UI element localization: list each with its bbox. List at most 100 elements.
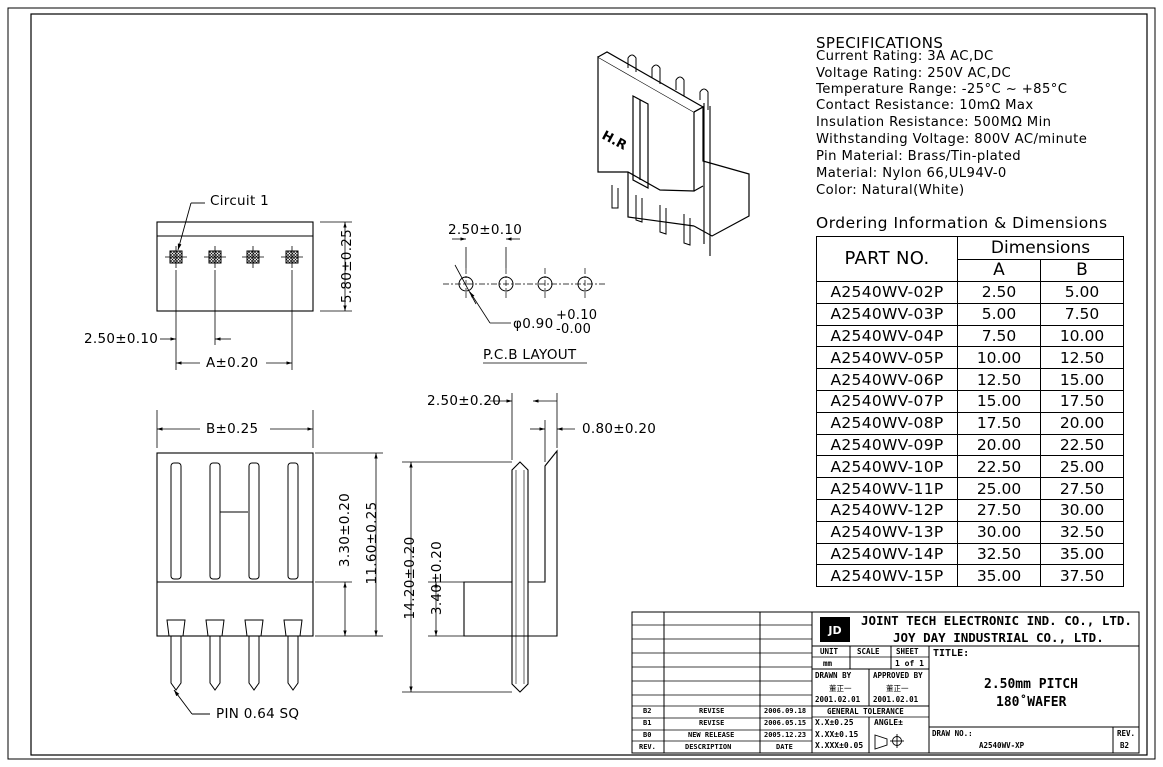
revision-rev: B1 xyxy=(643,719,652,727)
dim-b-cell: 7.50 xyxy=(1040,302,1124,326)
dim-b-cell: 15.00 xyxy=(1040,368,1124,391)
spec-line: Color: Natural(White) xyxy=(816,183,965,198)
pcb-hole-tol-minus: -0.00 xyxy=(556,322,592,337)
dim-b-cell: 12.50 xyxy=(1040,346,1124,370)
side-14-20-dim: 14.20±0.20 xyxy=(402,536,418,620)
dim-b-cell: 32.50 xyxy=(1040,520,1124,544)
approved-by-label: APPROVED BY xyxy=(873,671,923,680)
dim-b-cell: 10.00 xyxy=(1040,324,1124,348)
third-angle-projection-icon xyxy=(874,734,904,750)
part-number-cell: A2540WV-04P xyxy=(816,324,958,348)
spec-line: Current Rating: 3A AC,DC xyxy=(816,49,994,64)
rev-value: B2 xyxy=(1120,741,1130,750)
draw-no-value: A2540WV-XP xyxy=(979,741,1025,750)
part-number-cell: A2540WV-14P xyxy=(816,542,958,566)
inner-border xyxy=(30,13,1148,756)
spec-line: Temperature Range: -25°C ~ +85°C xyxy=(816,82,1068,97)
dim-a-cell: 12.50 xyxy=(957,368,1041,391)
dimensions-header: Dimensions xyxy=(957,236,1124,260)
part-number-cell: A2540WV-12P xyxy=(816,498,958,522)
approved-by-name: 董正一 xyxy=(886,684,909,693)
dim-a-cell: 5.00 xyxy=(957,302,1041,326)
dim-b-cell: 5.00 xyxy=(1040,281,1124,304)
dim-b-cell: 17.50 xyxy=(1040,389,1124,413)
dim-a-cell: 10.00 xyxy=(957,346,1041,370)
part-number-cell: A2540WV-06P xyxy=(816,368,958,391)
isometric-view: H.R xyxy=(597,51,750,256)
company-name-1: JOINT TECH ELECTRONIC IND. CO., LTD. xyxy=(861,613,1132,628)
part-number-cell: A2540WV-15P xyxy=(816,564,958,588)
part-number-cell: A2540WV-09P xyxy=(816,433,958,457)
top-pitch-dim: 2.50±0.10 xyxy=(84,331,159,347)
revision-date: 2006.05.15 xyxy=(764,719,807,727)
drawing-title-line-1: 2.50mm PITCH xyxy=(984,677,1078,692)
dim-b-cell: 30.00 xyxy=(1040,498,1124,522)
dim-a-cell: 32.50 xyxy=(957,542,1041,566)
drawn-date: 2001.02.01 xyxy=(815,695,861,704)
dim-a-cell: 20.00 xyxy=(957,433,1041,457)
revision-rev: B0 xyxy=(643,731,652,739)
front-b-dim: B±0.25 xyxy=(206,421,259,437)
rev-label: REV. xyxy=(1117,729,1136,738)
spec-line: Withstanding Voltage: 800V AC/minute xyxy=(816,132,1088,147)
sheet-label: SHEET xyxy=(896,647,919,656)
dim-a-cell: 2.50 xyxy=(957,281,1041,304)
dim-a-cell: 25.00 xyxy=(957,477,1041,500)
front-view xyxy=(156,410,383,715)
dim-a-cell: 17.50 xyxy=(957,411,1041,435)
dim-b-cell: 37.50 xyxy=(1040,564,1124,588)
drawing-title-line-2: 180˚WAFER xyxy=(996,695,1067,710)
revision-desc: REVISE xyxy=(699,707,725,715)
part-number-cell: A2540WV-07P xyxy=(816,389,958,413)
pcb-layout xyxy=(443,237,607,364)
ordering-title: Ordering Information & Dimensions xyxy=(816,214,1108,232)
angle-label: ANGLE± xyxy=(874,718,903,727)
spec-line: Voltage Rating: 250V AC,DC xyxy=(816,66,1012,81)
spec-line: Material: Nylon 66,UL94V-0 xyxy=(816,166,1007,181)
circuit-label: Circuit 1 xyxy=(210,193,270,209)
desc-col-label: DESCRIPTION xyxy=(685,743,732,751)
part-number-cell: A2540WV-05P xyxy=(816,346,958,370)
dim-a-cell: 27.50 xyxy=(957,498,1041,522)
dim-a-cell: 22.50 xyxy=(957,455,1041,479)
spec-line: Contact Resistance: 10mΩ Max xyxy=(816,98,1034,113)
outer-border xyxy=(7,7,1156,760)
pcb-hole-dim: φ0.90 xyxy=(513,316,554,332)
part-number-cell: A2540WV-13P xyxy=(816,520,958,544)
dim-a-cell: 35.00 xyxy=(957,564,1041,588)
pcb-pitch-dim: 2.50±0.10 xyxy=(448,222,523,238)
front-11-60-dim: 11.60±0.25 xyxy=(364,501,380,585)
drawn-by-name: 董正一 xyxy=(829,684,852,693)
approved-date: 2001.02.01 xyxy=(873,695,919,704)
dim-a-cell: 15.00 xyxy=(957,389,1041,413)
pin-label: PIN 0.64 SQ xyxy=(216,706,300,722)
dim-b-cell: 22.50 xyxy=(1040,433,1124,457)
tolerance-2: X.XX±0.15 xyxy=(815,730,859,739)
company-name-2: JOY DAY INDUSTRIAL CO., LTD. xyxy=(893,630,1104,645)
dim-a-cell: 7.50 xyxy=(957,324,1041,348)
scale-label: SCALE xyxy=(857,647,880,656)
col-b-header: B xyxy=(1040,258,1124,282)
side-2-50-dim: 2.50±0.20 xyxy=(427,393,502,409)
title-label: TITLE: xyxy=(933,648,970,659)
dim-b-cell: 25.00 xyxy=(1040,455,1124,479)
dim-a-cell: 30.00 xyxy=(957,520,1041,544)
top-view xyxy=(156,202,352,370)
spec-line: Insulation Resistance: 500MΩ Min xyxy=(816,115,1052,130)
spec-line: Pin Material: Brass/Tin-plated xyxy=(816,149,1022,164)
revision-rev: B2 xyxy=(643,707,652,715)
draw-no-label: DRAW NO.: xyxy=(932,729,973,738)
revision-date: 2005.12.23 xyxy=(764,731,807,739)
revision-date: 2006.09.18 xyxy=(764,707,807,715)
rev-col-label: REV. xyxy=(639,743,656,751)
